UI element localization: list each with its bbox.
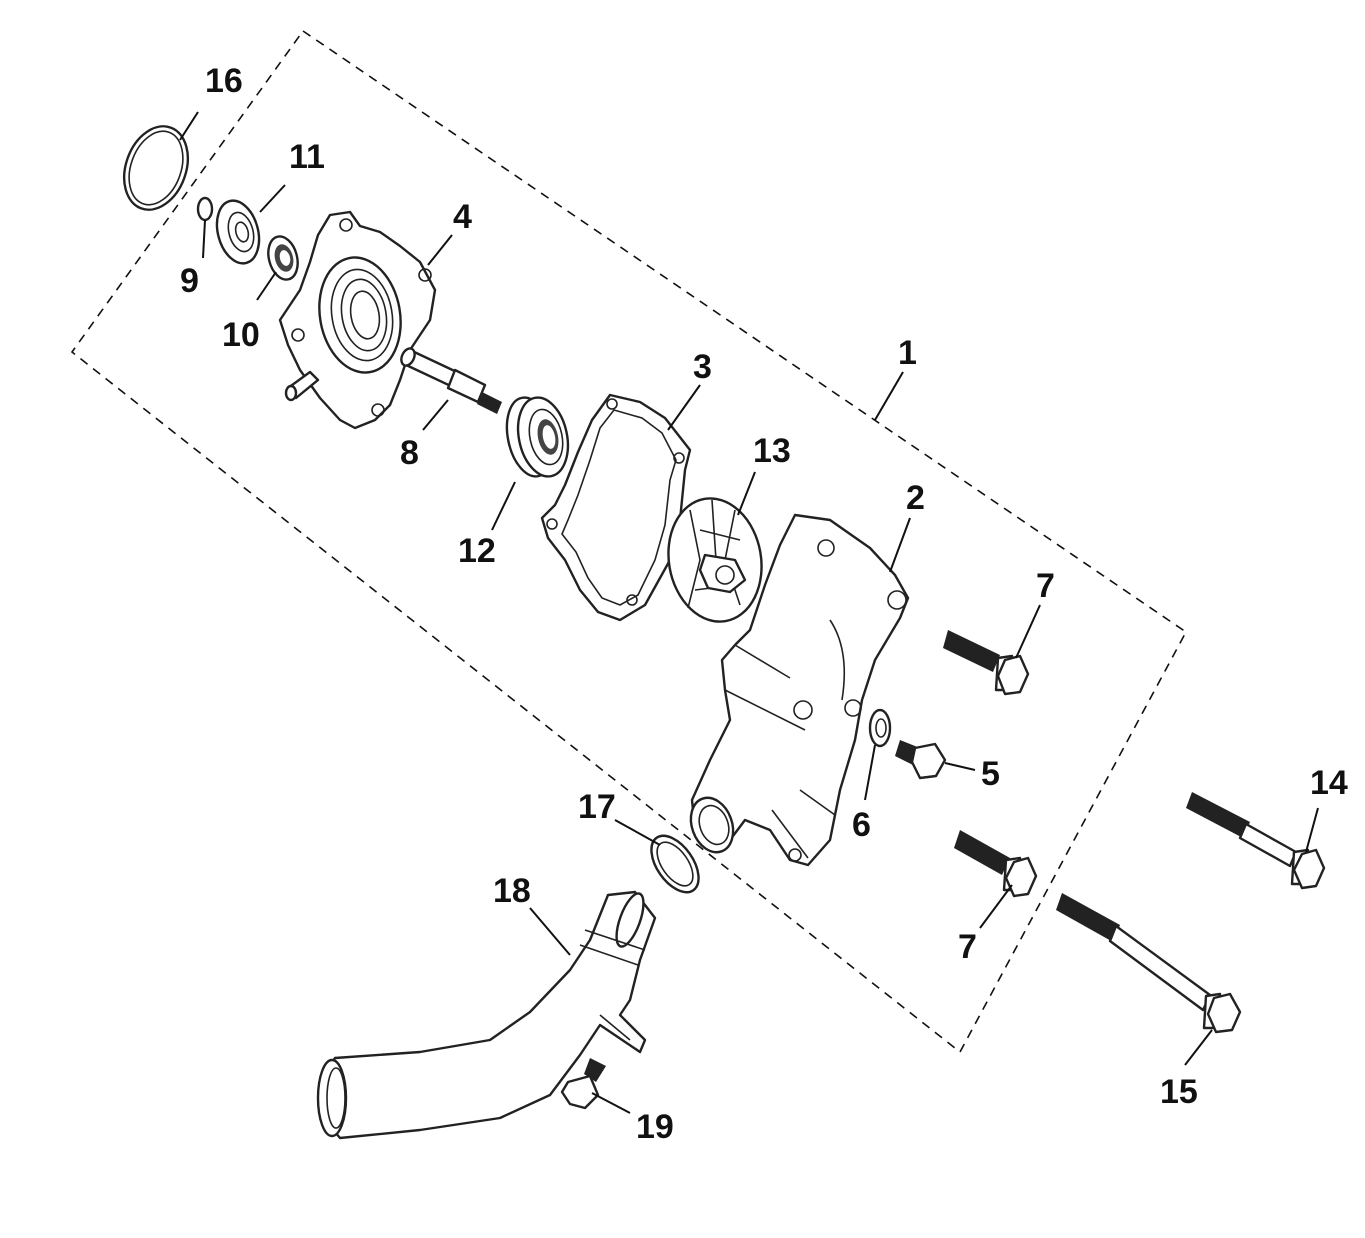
callout-1: 1: [898, 334, 917, 372]
callout-2: 2: [906, 479, 925, 517]
callout-10: 10: [222, 316, 260, 354]
part-9-circlip[interactable]: [196, 196, 214, 222]
part-15-long-bolt[interactable]: [1056, 893, 1242, 1034]
part-17-o-ring[interactable]: [642, 827, 708, 900]
callout-7-lower: 7: [958, 928, 977, 966]
callout-9: 9: [180, 262, 199, 300]
callout-11: 11: [289, 138, 325, 176]
part-16-o-ring[interactable]: [113, 117, 199, 218]
part-10-seal[interactable]: [264, 233, 302, 283]
callout-18: 18: [493, 872, 531, 910]
part-7-bolt-lower[interactable]: [954, 830, 1038, 898]
part-7-bolt-upper[interactable]: [943, 630, 1030, 696]
assembly-boundary: [70, 29, 1188, 1054]
leader-lines: [179, 111, 1319, 1114]
part-19-small-bolt[interactable]: [560, 1058, 606, 1110]
part-14-long-bolt[interactable]: [1186, 792, 1326, 890]
part-8-shaft[interactable]: [399, 346, 502, 414]
callout-19: 19: [636, 1108, 674, 1146]
part-13-impeller[interactable]: [659, 491, 771, 629]
part-5-short-bolt[interactable]: [895, 740, 947, 780]
callout-14: 14: [1310, 764, 1348, 802]
part-3-gasket[interactable]: [540, 393, 692, 622]
callout-4: 4: [453, 198, 472, 236]
callout-3: 3: [693, 348, 712, 386]
callout-7-upper: 7: [1036, 567, 1055, 605]
part-2-pump-cover[interactable]: [684, 513, 910, 867]
callout-8: 8: [400, 434, 419, 472]
callout-labels: 1 2 3 4 5 6 7 7 8 9 10 11 12 13 14 15 16…: [180, 62, 1348, 1146]
callout-15: 15: [1160, 1073, 1198, 1111]
callout-13: 13: [753, 432, 791, 470]
part-4-pump-housing[interactable]: [278, 210, 437, 430]
callout-6: 6: [852, 806, 871, 844]
callout-17: 17: [578, 788, 616, 826]
part-6-washer[interactable]: [868, 708, 892, 748]
callout-5: 5: [981, 755, 1000, 793]
callout-16: 16: [205, 62, 243, 100]
callout-12: 12: [458, 532, 496, 570]
part-12-mechanical-seal[interactable]: [500, 393, 575, 481]
part-18-coolant-pipe[interactable]: [316, 890, 657, 1140]
part-11-bearing[interactable]: [210, 196, 265, 268]
